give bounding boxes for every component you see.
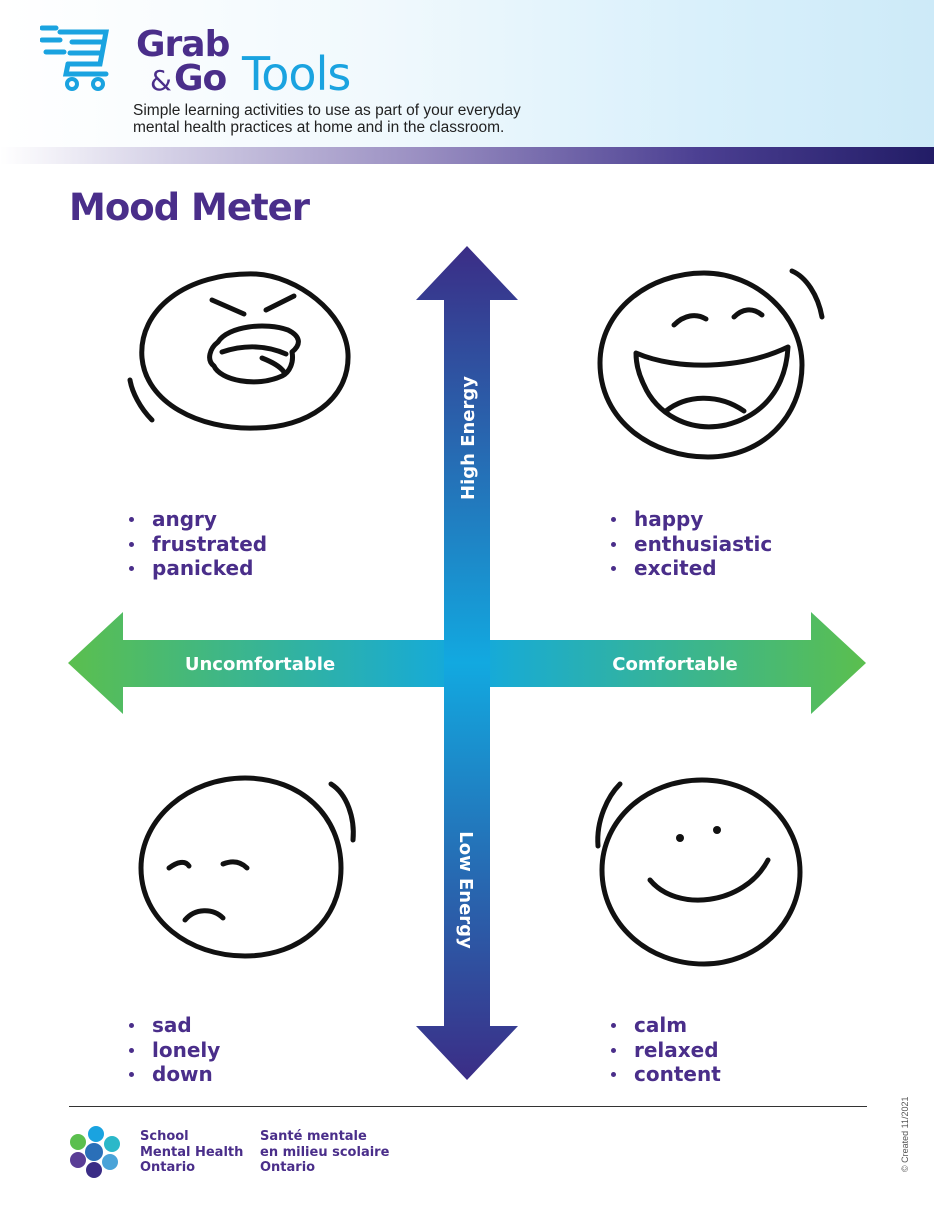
list-item: lonely (126, 1038, 220, 1063)
list-item: angry (126, 507, 267, 532)
grab-and-go-tools-logo: Grab & Go Tools (136, 24, 351, 100)
tagline-line-2: mental health practices at home and in t… (133, 119, 505, 136)
list-item: excited (608, 556, 772, 581)
axis-label-high-energy: High Energy (458, 376, 479, 500)
list-item: calm (608, 1013, 721, 1038)
tagline-line-1: Simple learning activities to use as par… (133, 102, 521, 119)
brand-amp: & (150, 64, 172, 97)
sad-face-icon (138, 775, 356, 959)
laughing-face-icon (597, 268, 825, 460)
page-title: Mood Meter (69, 186, 310, 229)
org-name-english: School Mental Health Ontario (140, 1129, 243, 1176)
list-item: happy (608, 507, 772, 532)
axis-label-comfortable: Comfortable (612, 654, 737, 675)
list-item: content (608, 1062, 721, 1087)
list-item: frustrated (126, 532, 267, 557)
word-list-bottom-right: calm relaxed content (608, 1013, 721, 1087)
word-list-top-left: angry frustrated panicked (126, 507, 267, 581)
axis-label-low-energy: Low Energy (455, 831, 476, 949)
list-item: panicked (126, 556, 267, 581)
org-french-line-3: Ontario (260, 1160, 316, 1175)
org-english-line-3: Ontario (140, 1160, 196, 1175)
shopping-cart-icon (40, 25, 110, 91)
created-date-credit: © Created 11/2021 (900, 1096, 910, 1172)
list-item: down (126, 1062, 220, 1087)
tagline: Simple learning activities to use as par… (133, 102, 613, 136)
list-item: relaxed (608, 1038, 721, 1063)
brand-grab: Grab (136, 24, 230, 65)
org-french-line-2: en milieu scolaire (260, 1144, 390, 1160)
org-english-line-1: School (140, 1129, 189, 1144)
school-mental-health-ontario-logo (70, 1126, 120, 1178)
org-english-line-2: Mental Health (140, 1144, 244, 1160)
smiling-face-icon (595, 777, 803, 967)
word-list-bottom-left: sad lonely down (126, 1013, 220, 1087)
list-item: sad (126, 1013, 220, 1038)
header-banner (0, 0, 934, 164)
org-name-french: Santé mentale en milieu scolaire Ontario (260, 1129, 389, 1176)
list-item: enthusiastic (608, 532, 772, 557)
header-gradient-bar (0, 147, 934, 164)
vertical-arrow (416, 246, 518, 1080)
word-list-top-right: happy enthusiastic excited (608, 507, 772, 581)
org-french-line-1: Santé mentale (260, 1129, 367, 1144)
axis-label-uncomfortable: Uncomfortable (185, 654, 335, 675)
brand-go: Go (174, 58, 227, 99)
angry-face-icon (127, 271, 351, 431)
footer-divider (69, 1106, 867, 1107)
brand-tools: Tools (241, 47, 350, 100)
